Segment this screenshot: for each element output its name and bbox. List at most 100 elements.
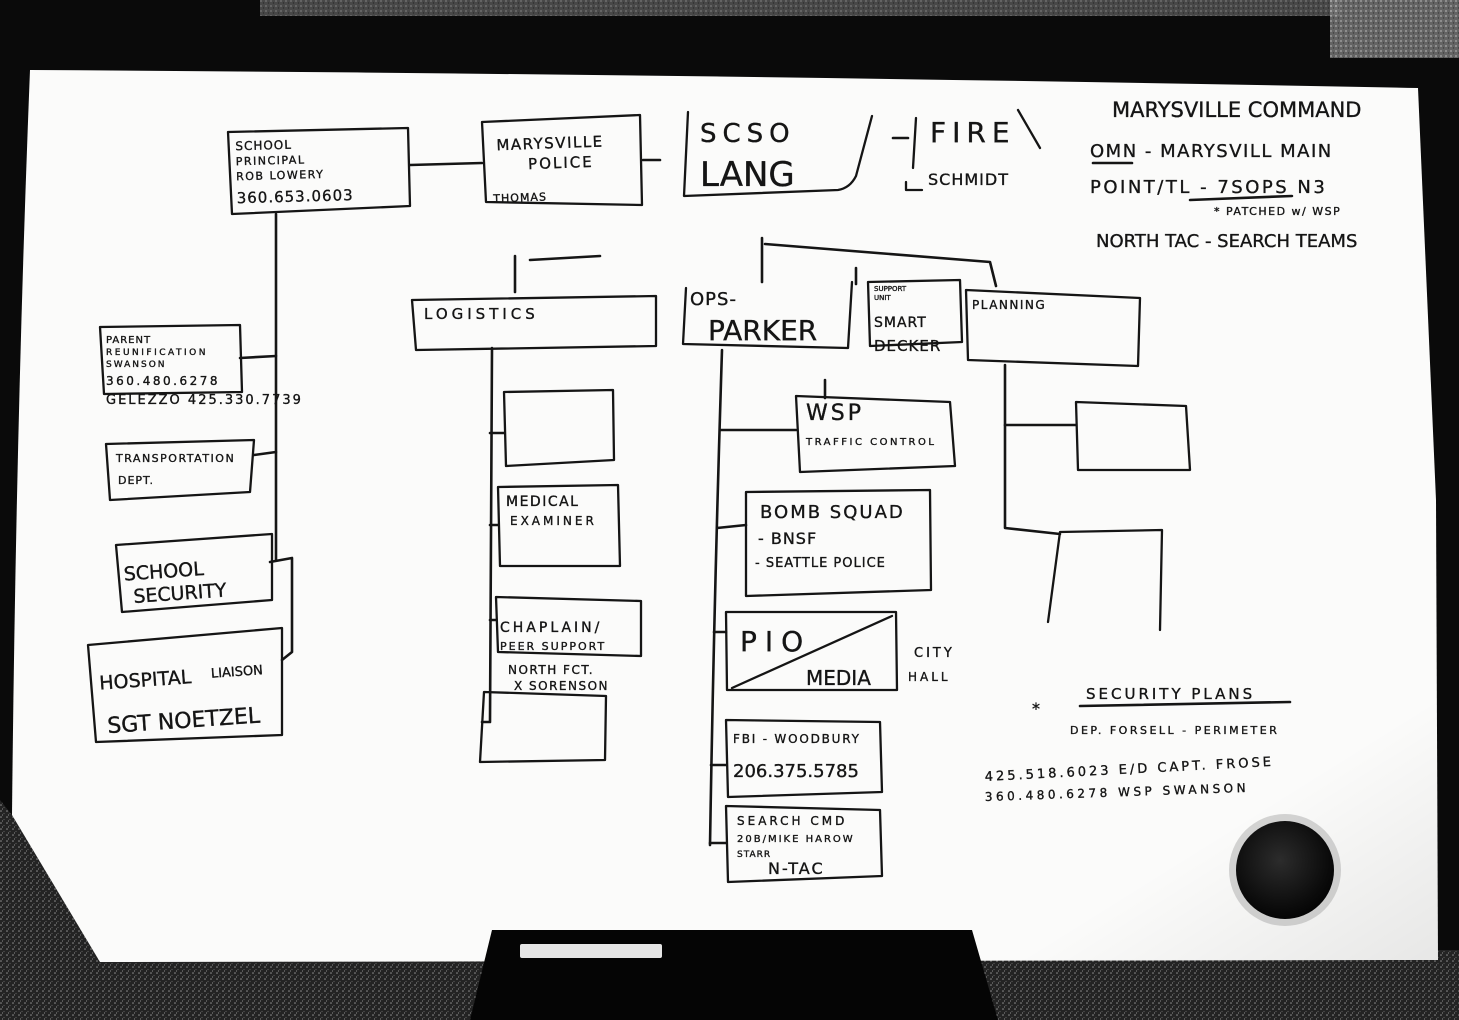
bracket-scso <box>682 110 874 198</box>
chaplain-note-2: X SORENSON <box>514 679 609 693</box>
planning-branch-trunk <box>1003 363 1062 536</box>
connector-bomb-squad <box>715 523 748 530</box>
chaplain-line-2: PEER SUPPORT <box>500 640 606 653</box>
bomb-squad-member-2: - SEATTLE POLICE <box>755 556 886 571</box>
ops-branch-trunk <box>708 348 724 847</box>
box-logistics-empty-2 <box>478 690 608 764</box>
medical-examiner-line-2: EXAMINER <box>510 514 597 528</box>
connector-lines <box>238 136 1294 847</box>
box-school-security <box>114 532 274 614</box>
connector-planning <box>763 242 998 288</box>
ops-chief-name: PARKER <box>708 314 817 347</box>
parent-reunification-node: PARENT REUNIFICATION SWANSON 360.480.627… <box>106 335 303 408</box>
legend-line-omn: OMN - MARYSVILL MAIN <box>1090 141 1333 162</box>
pio-divider <box>730 614 894 690</box>
security-plans-label: SECURITY PLANS <box>1086 685 1255 703</box>
box-bomb-squad <box>744 488 933 598</box>
connector-transportation <box>252 450 278 457</box>
support-unit-node: SUPPORT UNIT SMART DECKER <box>874 285 941 355</box>
parent-contact-phone: 360.480.6278 <box>106 374 220 388</box>
box-transportation <box>104 438 256 502</box>
police-contact-name: THOMAS <box>492 190 547 205</box>
school-security-node: SCHOOL SECURITY <box>123 558 228 608</box>
medical-examiner-line-1: MEDICAL <box>506 494 580 510</box>
bracket-ops <box>681 280 854 350</box>
box-planning <box>964 288 1142 368</box>
whiteboard-shading <box>12 70 1438 962</box>
fbi-node: FBI - WOODBURY 206.375.5785 <box>733 732 861 782</box>
marysville-police-node: MARYSVILLE POLICE THOMAS <box>492 132 604 205</box>
security-asterisk: * <box>1032 699 1040 718</box>
box-logistics-empty-1 <box>502 388 616 468</box>
logistics-label: LOGISTICS <box>424 305 539 323</box>
box-hospital-liaison <box>86 626 284 744</box>
media-label: MEDIA <box>806 666 871 690</box>
fbi-phone: 206.375.5785 <box>733 761 859 782</box>
bracket-fire-left <box>911 116 918 170</box>
city-hall-line-1: CITY <box>914 646 955 661</box>
bomb-squad-member-1: - BNSF <box>758 529 817 548</box>
security-note: * SECURITY PLANS DEP. FORSELL - PERIMETE… <box>1032 685 1279 737</box>
box-planning-empty-1 <box>1074 400 1192 472</box>
connector-principal-police <box>408 161 484 167</box>
legend-line-patched: * PATCHED w/ WSP <box>1214 205 1341 218</box>
connector-parent-reunification <box>238 354 278 360</box>
box-fbi <box>724 718 884 799</box>
bracket-fire-bottom <box>904 180 924 192</box>
legend-title: MARYSVILLE COMMAND <box>1112 98 1361 122</box>
principal-line-school: SCHOOL <box>235 138 292 153</box>
parent-extra-contact: GELEZZO 425.330.7739 <box>106 393 303 408</box>
search-cmd-name: STARR <box>737 850 771 860</box>
bomb-squad-label: BOMB SQUAD <box>760 502 905 523</box>
box-parent-reunification <box>98 323 244 396</box>
transportation-node: TRANSPORTATION DEPT. <box>115 452 235 487</box>
box-search-cmd <box>724 804 884 884</box>
parent-line-1: PARENT <box>106 335 151 346</box>
planning-label: PLANNING <box>972 298 1046 312</box>
scso-contact-name: LANG <box>700 155 795 195</box>
transportation-line-1: TRANSPORTATION <box>115 452 235 465</box>
chaplain-note-1: NORTH FCT. <box>508 663 594 677</box>
principal-name: ROB LOWERY <box>236 168 325 183</box>
box-marysville-police <box>480 113 644 207</box>
logistics-branch-trunk <box>480 346 494 724</box>
bomb-squad-node: BOMB SQUAD - BNSF - SEATTLE POLICE <box>755 502 905 571</box>
police-agency-line-1: MARYSVILLE <box>496 132 604 154</box>
box-pio <box>724 610 899 692</box>
parent-line-2: REUNIFICATION <box>106 348 208 358</box>
transportation-line-2: DEPT. <box>118 474 154 487</box>
command-legend: MARYSVILLE COMMAND OMN - MARYSVILL MAIN … <box>1090 98 1362 252</box>
chaplain-node: CHAPLAIN/ PEER SUPPORT NORTH FCT. X SORE… <box>500 620 609 693</box>
box-planning-empty-2 <box>1046 528 1164 632</box>
parent-contact-name: SWANSON <box>106 360 167 370</box>
connector-security-hospital <box>268 556 294 662</box>
bracket-fire-right <box>1016 108 1042 150</box>
bottom-left-shadow <box>0 800 100 962</box>
wsp-node: WSP TRAFFIC CONTROL <box>805 401 936 448</box>
scso-node: SCSO LANG <box>700 119 795 195</box>
box-wsp <box>794 394 957 474</box>
handwritten-text: SCHOOL PRINCIPAL ROB LOWERY 360.653.0603… <box>98 98 1362 878</box>
connector-logistics-top <box>528 254 602 262</box>
box-logistics <box>410 294 658 352</box>
ops-node: OPS- PARKER <box>690 289 818 347</box>
wsp-role: TRAFFIC CONTROL <box>805 437 936 448</box>
search-cmd-channel: N-TAC <box>768 859 825 878</box>
support-unit-line-1: SUPPORT <box>874 285 907 293</box>
ops-label: OPS- <box>690 289 737 310</box>
fire-node: FIRE SCHMIDT <box>928 116 1016 189</box>
box-support-unit <box>866 278 964 348</box>
security-perimeter-contact: DEP. FORSELL - PERIMETER <box>1070 724 1279 737</box>
magnet <box>1236 821 1334 919</box>
fbi-contact: FBI - WOODBURY <box>733 732 861 746</box>
search-cmd-label: SEARCH CMD <box>737 814 847 828</box>
support-unit-name-2: DECKER <box>874 337 941 355</box>
marker-tray <box>470 930 998 1020</box>
top-glare <box>260 0 1340 16</box>
liaison-label: LIAISON <box>210 663 263 682</box>
wsp-label: WSP <box>806 401 864 426</box>
fire-agency: FIRE <box>930 116 1016 149</box>
school-principal-node: SCHOOL PRINCIPAL ROB LOWERY 360.653.0603 <box>235 138 354 208</box>
support-unit-line-2: UNIT <box>874 294 891 302</box>
